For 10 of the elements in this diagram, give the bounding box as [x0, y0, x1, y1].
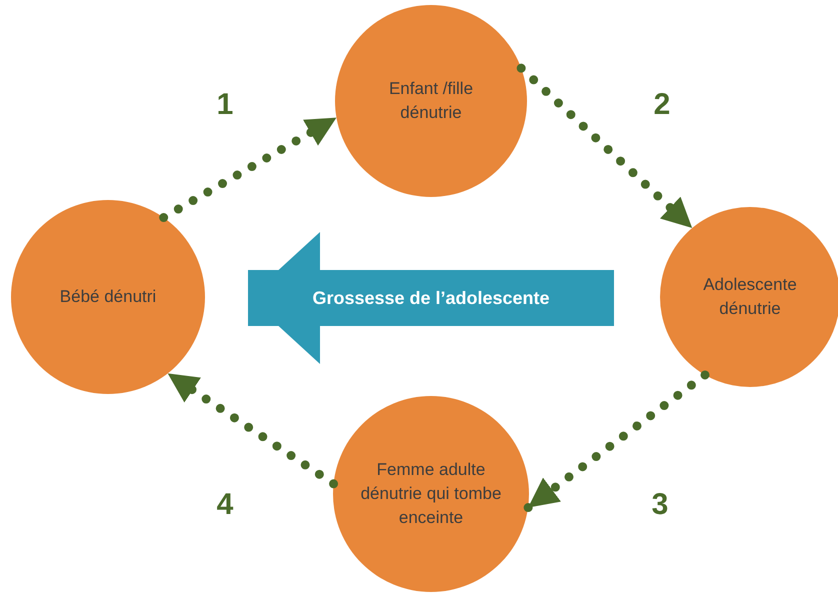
- edge-label: Grossesse de l’adolescente: [312, 289, 550, 307]
- step-number: 4: [216, 490, 234, 520]
- step-number: 3: [652, 490, 668, 520]
- step-number: 2: [654, 90, 670, 120]
- node-label: Femme adulte dénutrie qui tombe enceinte: [360, 459, 502, 529]
- node-label: Bébé dénutri: [60, 286, 156, 308]
- node-label: Adolescente dénutrie: [702, 274, 798, 320]
- dotted-arrow: [524, 370, 710, 512]
- step-number: 1: [216, 90, 234, 120]
- node-label: Enfant /fille dénutrie: [388, 78, 474, 124]
